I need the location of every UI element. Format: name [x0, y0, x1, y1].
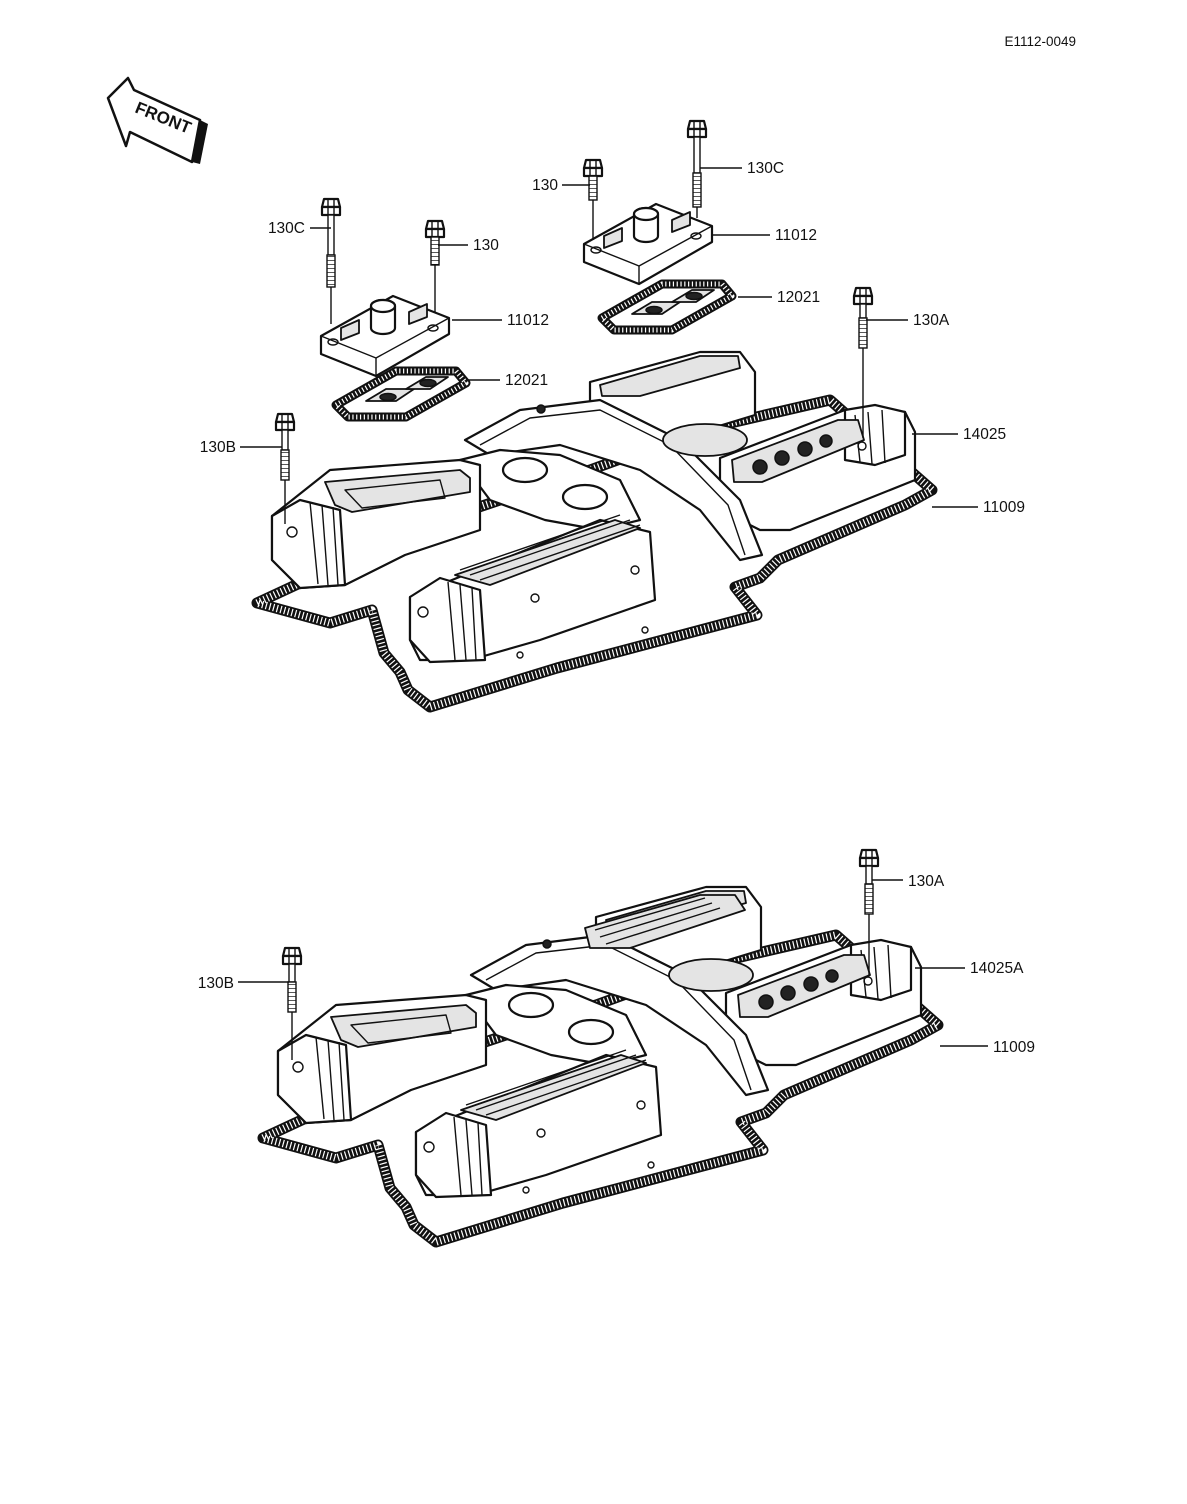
breather-cap-right	[582, 202, 714, 286]
callout-130-right: 130	[532, 177, 558, 194]
upper-assembly: 130C 130 11012 12021 130 130C 11012 1202…	[200, 119, 1025, 707]
bolt-130b-lower	[281, 946, 303, 1060]
rubber-gasket-left	[336, 371, 466, 417]
bolt-130b-upper	[274, 412, 296, 524]
callout-130c-left: 130C	[268, 220, 305, 237]
callout-14025: 14025	[963, 426, 1006, 443]
bolt-130c-left	[320, 197, 342, 324]
bolt-130c-right	[686, 119, 708, 218]
lower-assembly: 130A 130B 14025A 11009	[198, 848, 1035, 1242]
callout-11009-lower: 11009	[993, 1039, 1035, 1056]
callout-130a-upper: 130A	[913, 312, 950, 329]
cylinder-head-cover-upper	[257, 352, 932, 707]
callout-130a-lower: 130A	[908, 873, 945, 890]
breather-cap-left	[319, 294, 451, 378]
callout-12021-left: 12021	[505, 372, 548, 389]
callout-12021-right: 12021	[777, 289, 820, 306]
bolt-130a-upper	[852, 286, 874, 438]
callout-130c-right: 130C	[747, 160, 784, 177]
callout-11012-left: 11012	[507, 312, 549, 329]
callout-11012-right: 11012	[775, 227, 817, 244]
callout-130b-lower: 130B	[198, 975, 234, 992]
callout-130b-upper: 130B	[200, 439, 236, 456]
rubber-gasket-right	[602, 284, 732, 330]
bolt-130-left	[424, 219, 446, 312]
callout-11009-upper: 11009	[983, 499, 1025, 516]
callout-14025a: 14025A	[970, 960, 1024, 977]
reference-code: E1112-0049	[1004, 34, 1076, 49]
bolt-130-right	[582, 158, 604, 240]
callout-130-left: 130	[473, 237, 499, 254]
front-arrow-icon: FRONT	[106, 76, 208, 164]
bolt-130a-lower	[858, 848, 880, 975]
